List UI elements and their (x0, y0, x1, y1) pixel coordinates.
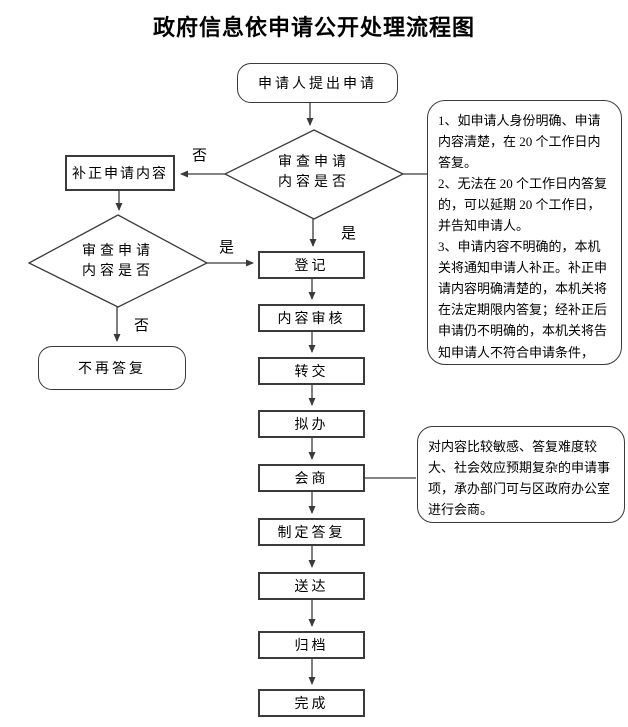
decision2-line2: 内容是否 (82, 264, 154, 280)
note-consultation: 对内容比较敏感、答复难度较大、社会效应预期复杂的申请事项，承办部门可与区政府办公… (417, 426, 625, 523)
decision1-diamond-shape (223, 129, 405, 220)
step-archive: 归档 (258, 631, 365, 659)
note1-item-1: 1、如申请人身份明确、申请内容清楚，在 20 个工作日内答复。 (438, 113, 601, 171)
edge-label-decision1-yes: 是 (340, 222, 358, 243)
correct-application-node: 补正申请内容 (65, 155, 175, 191)
note1-item-3: 3、申请内容不明确的，本机关将通知申请人补正。补正申请内容明确清楚的，本机关将在… (438, 239, 608, 360)
no-reply-node: 不再答复 (38, 346, 186, 390)
step-content-review: 内容审核 (258, 304, 365, 332)
step-complete: 完成 (258, 689, 365, 717)
step-formulate-reply: 制定答复 (258, 518, 365, 546)
step-transfer: 转交 (258, 357, 365, 385)
decision1-label: 审查申请 内容是否 (254, 153, 374, 194)
start-node: 申请人提出申请 (237, 63, 398, 103)
decision1-line1: 审查申请 (278, 155, 350, 170)
edge-label-decision2-yes: 是 (218, 236, 236, 257)
step-draft: 拟办 (258, 410, 365, 438)
step-register: 登记 (258, 251, 365, 279)
decision1-line2: 内容是否 (278, 175, 350, 191)
step-consult: 会商 (258, 464, 365, 492)
note1-item-2: 2、无法在 20 个工作日内答复的，可以延期 20 个工作日，并告知申请人。 (438, 176, 608, 234)
note-reply-deadlines: 1、如申请人身份明确、申请内容清楚，在 20 个工作日内答复。 2、无法在 20… (427, 100, 622, 365)
step-deliver: 送达 (258, 572, 365, 600)
decision2-line1: 审查申请 (82, 244, 154, 259)
decision2-label: 审查申请 内容是否 (58, 242, 178, 283)
edge-label-decision2-no: 否 (133, 314, 151, 335)
edge-label-decision1-no: 否 (191, 144, 209, 165)
decision2-diamond-shape (27, 214, 209, 308)
page-title: 政府信息依申请公开处理流程图 (152, 15, 475, 40)
